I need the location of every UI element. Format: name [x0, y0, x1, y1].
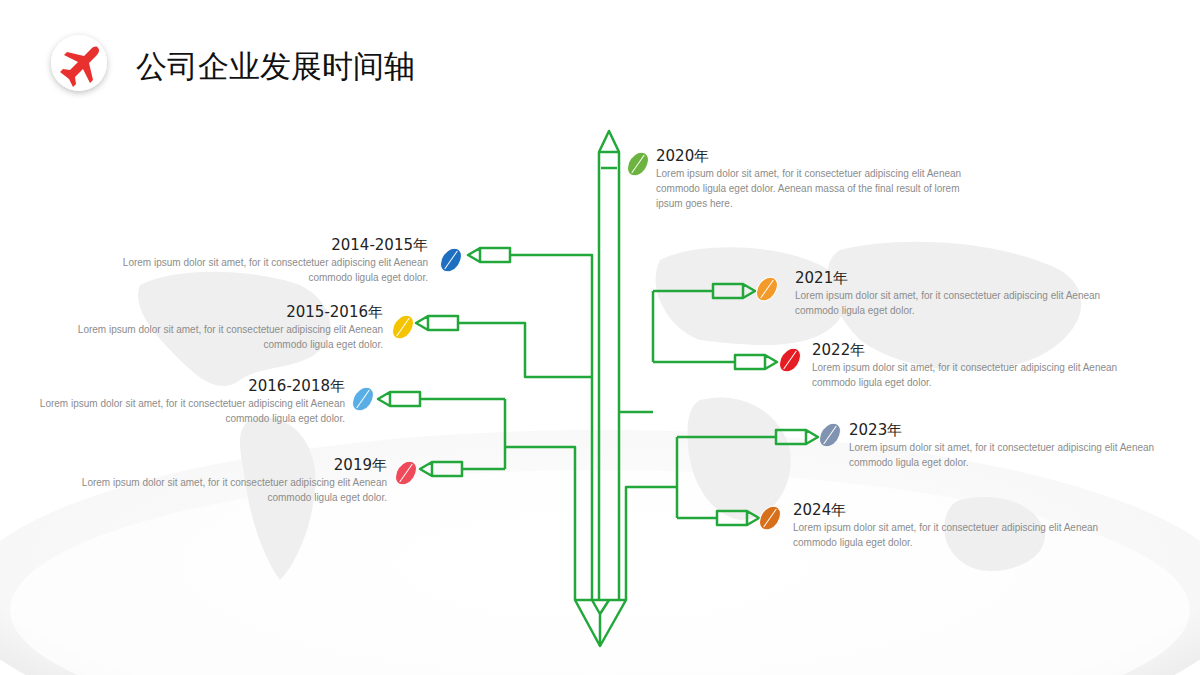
timeline-entry: 2020年Lorem ipsum dolor sit amet, for it … [656, 146, 981, 211]
entry-description: Lorem ipsum dolor sit amet, for it conse… [849, 440, 1174, 470]
timeline-entry: 2016-2018年Lorem ipsum dolor sit amet, fo… [20, 376, 345, 426]
year-heading: 2014-2015年 [103, 235, 428, 255]
year-heading: 2023年 [849, 420, 1174, 440]
entry-description: Lorem ipsum dolor sit amet, for it conse… [812, 360, 1137, 390]
leaves [348, 148, 845, 534]
year-heading: 2021年 [795, 268, 1120, 288]
timeline-entry: 2023年Lorem ipsum dolor sit amet, for it … [849, 420, 1174, 470]
timeline-entry: 2019年Lorem ipsum dolor sit amet, for it … [62, 455, 387, 505]
year-heading: 2016-2018年 [20, 376, 345, 396]
entry-description: Lorem ipsum dolor sit amet, for it conse… [795, 288, 1120, 318]
year-heading: 2019年 [62, 455, 387, 475]
page-title: 公司企业发展时间轴 [136, 46, 415, 88]
timeline-entry: 2014-2015年Lorem ipsum dolor sit amet, fo… [103, 235, 428, 285]
entry-description: Lorem ipsum dolor sit amet, for it conse… [656, 166, 981, 211]
entry-description: Lorem ipsum dolor sit amet, for it conse… [58, 322, 383, 352]
year-heading: 2015-2016年 [58, 302, 383, 322]
entry-description: Lorem ipsum dolor sit amet, for it conse… [20, 396, 345, 426]
timeline-entry: 2021年Lorem ipsum dolor sit amet, for it … [795, 268, 1120, 318]
year-heading: 2020年 [656, 146, 981, 166]
entry-description: Lorem ipsum dolor sit amet, for it conse… [793, 520, 1118, 550]
logo [51, 35, 107, 91]
entry-description: Lorem ipsum dolor sit amet, for it conse… [62, 475, 387, 505]
entry-description: Lorem ipsum dolor sit amet, for it conse… [103, 255, 428, 285]
year-heading: 2022年 [812, 340, 1137, 360]
pencil-tree [378, 131, 818, 646]
timeline-entry: 2022年Lorem ipsum dolor sit amet, for it … [812, 340, 1137, 390]
timeline-entry: 2024年Lorem ipsum dolor sit amet, for it … [793, 500, 1118, 550]
year-heading: 2024年 [793, 500, 1118, 520]
timeline-entry: 2015-2016年Lorem ipsum dolor sit amet, fo… [58, 302, 383, 352]
